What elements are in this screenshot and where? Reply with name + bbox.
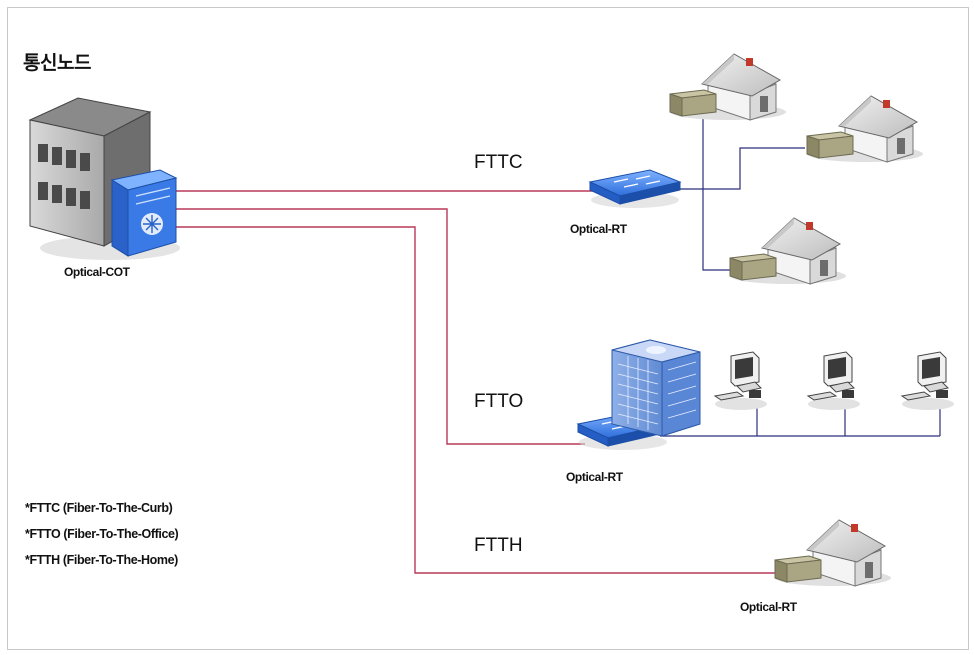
legend-note-ftto: *FTTO (Fiber-To-The-Office) <box>25 527 179 541</box>
diagram-title: 통신노드 <box>23 53 91 74</box>
legend-note-ftth: *FTTH (Fiber-To-The-Home) <box>25 553 178 567</box>
fiber-links <box>175 190 775 574</box>
label-fttc: FTTC <box>474 152 523 173</box>
label-ftto: FTTO <box>474 391 524 412</box>
office-tower-icon <box>611 339 701 437</box>
optical-rt-curb-icon <box>589 169 681 209</box>
house-icon-3 <box>729 217 847 285</box>
fiber-line-ftth <box>175 226 775 574</box>
label-optical-rt-office: Optical-RT <box>566 470 623 484</box>
label-ftth: FTTH <box>474 535 523 556</box>
pc-icon-2 <box>807 351 861 411</box>
legend-note-fttc: *FTTC (Fiber-To-The-Curb) <box>25 501 173 515</box>
copper-line-house1 <box>702 108 730 271</box>
olt-switch-icon <box>110 169 178 257</box>
label-optical-cot: Optical-COT <box>64 265 130 279</box>
house-icon-ftth <box>774 519 892 587</box>
fiber-line-ftto <box>175 208 585 445</box>
label-optical-rt-curb: Optical-RT <box>570 222 627 236</box>
legend-notes: *FTTC (Fiber-To-The-Curb) *FTTO (Fiber-T… <box>25 495 179 573</box>
pc-icon-3 <box>901 351 955 411</box>
pc-icon-1 <box>714 351 768 411</box>
house-icon-2 <box>806 95 924 163</box>
label-optical-rt-home: Optical-RT <box>740 600 797 614</box>
house-icon-1 <box>669 53 787 121</box>
copper-line-house2 <box>703 147 805 190</box>
diagram-frame <box>7 7 969 650</box>
